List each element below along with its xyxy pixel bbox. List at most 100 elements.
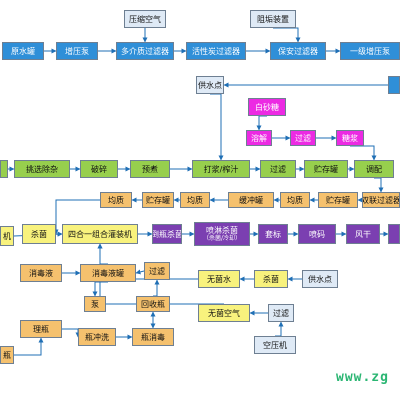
- node-label: 供水点: [198, 80, 222, 90]
- arrow-kongyaji-to-guolv-l: [275, 321, 284, 337]
- node-junzhi2: 均质: [180, 192, 210, 208]
- arrow-junzhi1-to-shajun-y: [53, 199, 100, 235]
- node-label: 杀菌: [31, 229, 47, 239]
- arrow-liping-to-chongxi: [62, 328, 81, 338]
- node-label: 调配: [366, 164, 382, 174]
- node-label: 贮存罐: [146, 195, 170, 205]
- node-label: 风干: [355, 229, 371, 239]
- node-label: 无菌水: [207, 274, 231, 284]
- arrow-gongshuidian-top-to-dajiang: [210, 93, 224, 161]
- node-label: 打浆/榨汁: [203, 164, 239, 174]
- node-label: 消毒液罐: [92, 268, 124, 278]
- node-sublabel: （杀菌/冷却）: [202, 235, 242, 242]
- node-label: 杀菌: [263, 274, 279, 284]
- arrow-tangjiang-to-tiaopei: [350, 145, 377, 161]
- arrow-edge-orange-left-to-liping: [14, 337, 44, 356]
- node-chuibiao: 套标: [258, 224, 288, 244]
- node-dajiang: 打浆/榨汁: [192, 160, 250, 178]
- node-beng: 泵: [84, 296, 106, 312]
- node-label: 喷码: [309, 229, 325, 239]
- node-huishouping: 回收瓶: [136, 296, 170, 312]
- node-zhucunguan-g: 贮存罐: [304, 160, 348, 178]
- watermark-text: www.zg: [336, 370, 389, 385]
- node-penlinshajun: 喷淋杀菌（杀菌/冷却）: [194, 222, 250, 246]
- node-label: 过滤: [295, 133, 311, 143]
- node-junzhi3: 均质: [280, 192, 310, 208]
- node-edge-yellow-left: 机: [0, 226, 14, 246]
- arrow-huishouping-to-guolv-o: [153, 279, 160, 297]
- node-label: 均质: [187, 195, 203, 205]
- node-label: 机: [3, 231, 11, 241]
- node-wujunkongqi: 无菌空气: [198, 304, 250, 322]
- node-guolv-g: 过滤: [260, 160, 296, 178]
- node-label: 压缩空气: [129, 14, 161, 24]
- node-guolv-m: 过滤: [290, 130, 316, 146]
- node-label: 无菌空气: [208, 308, 240, 318]
- node-baoan: 保安过滤器: [270, 42, 326, 60]
- node-label: 阻垢装置: [257, 14, 289, 24]
- arrow-xiaoduyeguan-to-beng: [92, 281, 108, 297]
- node-label: 瓶冲洗: [85, 332, 109, 342]
- node-yasuokongqi: 压缩空气: [124, 10, 166, 28]
- node-label: 一级增压泵: [350, 46, 390, 56]
- node-zugouzhuangzhi: 阻垢装置: [250, 10, 296, 28]
- node-penma: 喷码: [298, 224, 336, 244]
- node-shuangqiang: 双联过滤器: [362, 192, 400, 208]
- node-shajun-y2: 杀菌: [254, 270, 288, 288]
- node-label: 原水罐: [11, 46, 35, 56]
- node-pingxiaodu: 瓶消毒: [132, 328, 174, 346]
- arrow-zugouzhuangzhi-to-baoan: [273, 27, 301, 43]
- node-tangjiang: 糖浆: [336, 130, 364, 146]
- node-label: 过滤: [270, 164, 286, 174]
- node-edge-blue-right: [388, 76, 400, 94]
- node-huanchongguan: 缓冲罐: [228, 192, 274, 208]
- node-shajun-y: 杀菌: [22, 224, 56, 244]
- node-label: 过滤: [149, 266, 165, 276]
- node-edge-green-left: [0, 160, 8, 178]
- node-guolv-o: 过滤: [144, 262, 170, 280]
- node-label: 糖浆: [342, 133, 358, 143]
- arrow-xiaoduyeguan-to-siheyi: [97, 243, 108, 265]
- node-label: 缓冲罐: [239, 195, 263, 205]
- arrow-guolv-o-to-xiaoduyeguan: [135, 269, 145, 275]
- node-label: 喷淋杀菌: [206, 226, 238, 235]
- node-guolv-l: 过滤: [268, 304, 294, 322]
- node-rongjie: 溶解: [246, 130, 272, 146]
- node-label: 理瓶: [33, 324, 49, 334]
- node-label: 四合一组合灌装机: [68, 229, 132, 239]
- node-tiaoxuan: 挑选除杂: [14, 160, 70, 178]
- node-yuanshuiguan: 原水罐: [2, 42, 44, 60]
- node-xiaoduye: 消毒液: [20, 264, 62, 282]
- node-baishatang: 白砂糖: [248, 98, 286, 116]
- node-label: 过滤: [273, 308, 289, 318]
- node-gongshuidian-top: 供水点: [196, 76, 224, 94]
- node-junzhi1: 均质: [100, 192, 132, 208]
- node-gongshuidian-bottom: 供水点: [302, 270, 338, 288]
- node-label: 套标: [265, 229, 281, 239]
- arrow-tiaopei-to-shuangqiang: [374, 177, 384, 193]
- node-siheyi: 四合一组合灌装机: [62, 224, 138, 244]
- node-edge-purple-right: [388, 224, 400, 244]
- node-label: 均质: [287, 195, 303, 205]
- node-label: 白砂糖: [255, 102, 279, 112]
- node-label: 双联过滤器: [362, 195, 400, 205]
- node-duojiezhi: 多介质过滤器: [116, 42, 174, 60]
- node-zhucunguan-o2: 贮存罐: [318, 192, 358, 208]
- node-label: 破碎: [91, 164, 107, 174]
- node-posui: 破碎: [80, 160, 118, 178]
- node-zhucunguan-o: 贮存罐: [142, 192, 174, 208]
- node-label: 多介质过滤器: [121, 46, 169, 56]
- node-label: 空压机: [263, 340, 287, 350]
- node-label: 贮存罐: [326, 195, 350, 205]
- node-wujunshui: 无菌水: [198, 270, 240, 288]
- node-zengyabeng: 增压泵: [56, 42, 98, 60]
- node-label: 瓶: [3, 350, 11, 360]
- node-label: 消毒液: [29, 268, 53, 278]
- node-liping: 理瓶: [20, 320, 62, 338]
- node-label: 溶解: [251, 133, 267, 143]
- node-yuzhu: 预煮: [130, 160, 170, 178]
- node-yijifantoubeng: 一级增压泵: [340, 42, 400, 60]
- node-kongyaji: 空压机: [254, 336, 296, 354]
- node-label: 供水点: [308, 274, 332, 284]
- node-label: 增压泵: [65, 46, 89, 56]
